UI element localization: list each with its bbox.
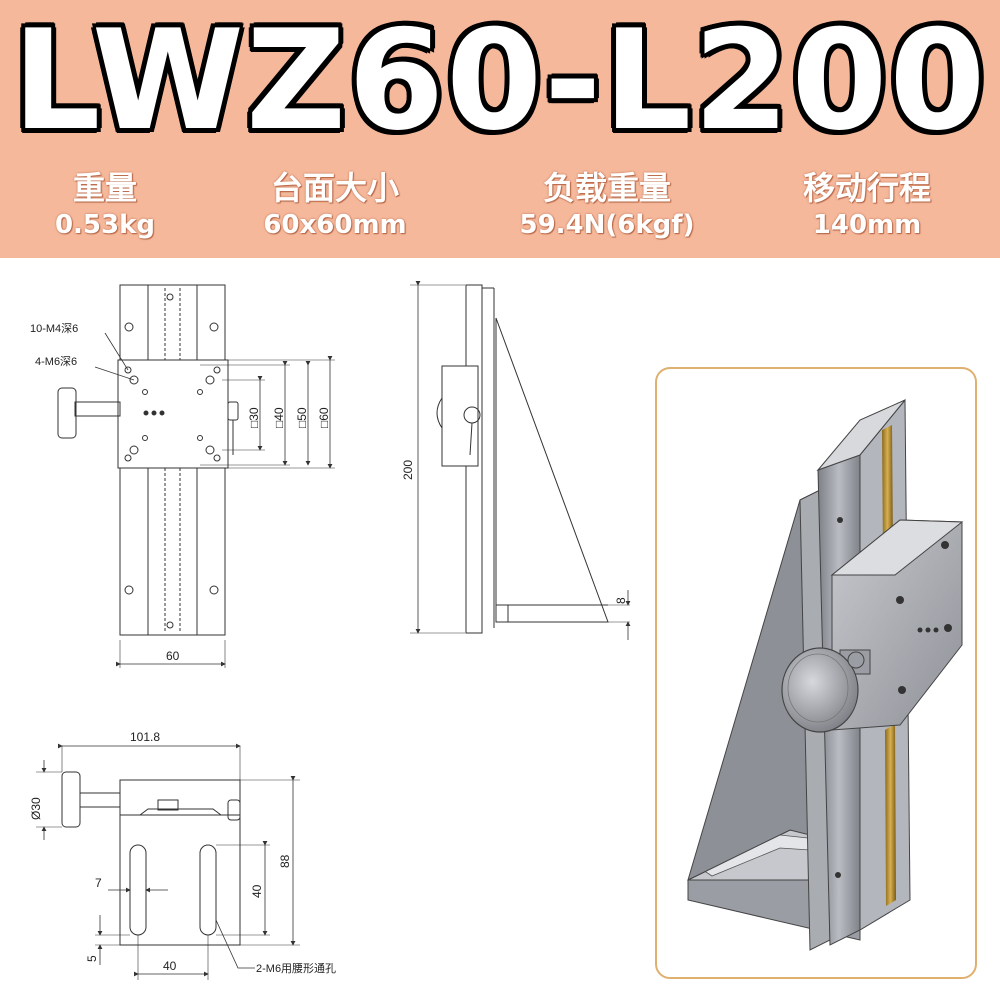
spec-load-label: 负载重量 bbox=[542, 169, 671, 207]
dim-overall-width: 101.8 bbox=[130, 730, 160, 744]
product-render bbox=[687, 398, 964, 951]
dim-knob-diameter: Ø30 bbox=[29, 797, 43, 820]
side-view-drawing bbox=[410, 281, 631, 640]
dim-slot-spacing: 40 bbox=[163, 959, 177, 973]
dim-square-60: □60 bbox=[317, 407, 331, 428]
dim-height-88: 88 bbox=[278, 854, 292, 868]
dim-edge-offset: 5 bbox=[85, 955, 99, 962]
spec-travel: 移动行程 140mm bbox=[752, 168, 982, 242]
spec-load-value: 59.4N(6kgf) bbox=[519, 210, 695, 240]
bottom-view-drawing bbox=[36, 743, 300, 980]
front-view-drawing bbox=[57, 284, 335, 668]
dim-square-40: □40 bbox=[272, 407, 286, 428]
dim-square-50: □50 bbox=[295, 407, 309, 428]
spec-travel-label: 移动行程 bbox=[802, 169, 931, 207]
spec-travel-value: 140mm bbox=[812, 210, 922, 240]
product-title: LWZ60-L200 bbox=[12, 0, 988, 161]
dim-square-30: □30 bbox=[247, 407, 261, 428]
dim-slot-width: 7 bbox=[95, 876, 102, 890]
dim-thickness-8: 8 bbox=[614, 597, 628, 604]
spec-weight-label: 重量 bbox=[72, 169, 137, 207]
spec-load: 负载重量 59.4N(6kgf) bbox=[492, 168, 722, 242]
note-slot-holes: 2-M6用腰形通孔 bbox=[256, 962, 336, 975]
dim-height-200: 200 bbox=[401, 460, 415, 480]
dim-slot-length: 40 bbox=[250, 884, 264, 898]
spec-weight: 重量 0.53kg bbox=[0, 168, 220, 242]
spec-table-size-value: 60x60mm bbox=[263, 210, 407, 240]
spec-table-size: 台面大小 60x60mm bbox=[220, 168, 450, 242]
spec-weight-value: 0.53kg bbox=[54, 210, 156, 240]
note-m6-holes: 4-M6深6 bbox=[35, 355, 77, 368]
dim-width-60: 60 bbox=[166, 649, 180, 663]
note-m4-holes: 10-M4深6 bbox=[30, 322, 78, 335]
spec-table-size-label: 台面大小 bbox=[270, 169, 399, 207]
spec-banner bbox=[0, 0, 1000, 258]
